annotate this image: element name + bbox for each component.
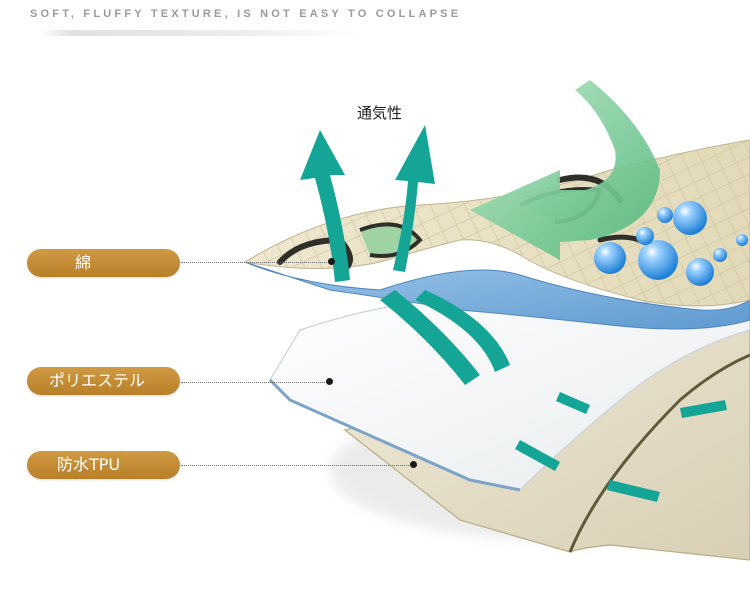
- cotton-underside-fold: [244, 261, 750, 330]
- leader-line-cotton: [181, 262, 331, 263]
- leader-dot-tpu: [410, 461, 417, 468]
- airflow-arrow-icon: [470, 80, 660, 260]
- airflow-arrow-icon: [300, 125, 727, 502]
- tagline-subtext-blur: [40, 30, 360, 36]
- layer-label-tpu: 防水TPU: [27, 451, 180, 479]
- leader-line-tpu: [181, 465, 413, 466]
- leader-dot-polyester: [326, 378, 333, 385]
- layer-label-polyester-text: ポリエステル: [49, 371, 146, 390]
- leader-dot-cotton: [328, 258, 335, 265]
- leader-line-polyester: [181, 382, 327, 383]
- breathability-label: 通気性: [357, 104, 403, 122]
- tagline: SOFT, FLUFFY TEXTURE, IS NOT EASY TO COL…: [30, 8, 462, 20]
- layer-label-polyester: ポリエステル: [27, 367, 180, 395]
- layer-label-cotton: 綿: [27, 249, 180, 277]
- water-drop-icon: [594, 201, 748, 286]
- layer-label-cotton-text: 綿: [75, 253, 92, 272]
- layer-label-tpu-text: 防水TPU: [57, 455, 121, 474]
